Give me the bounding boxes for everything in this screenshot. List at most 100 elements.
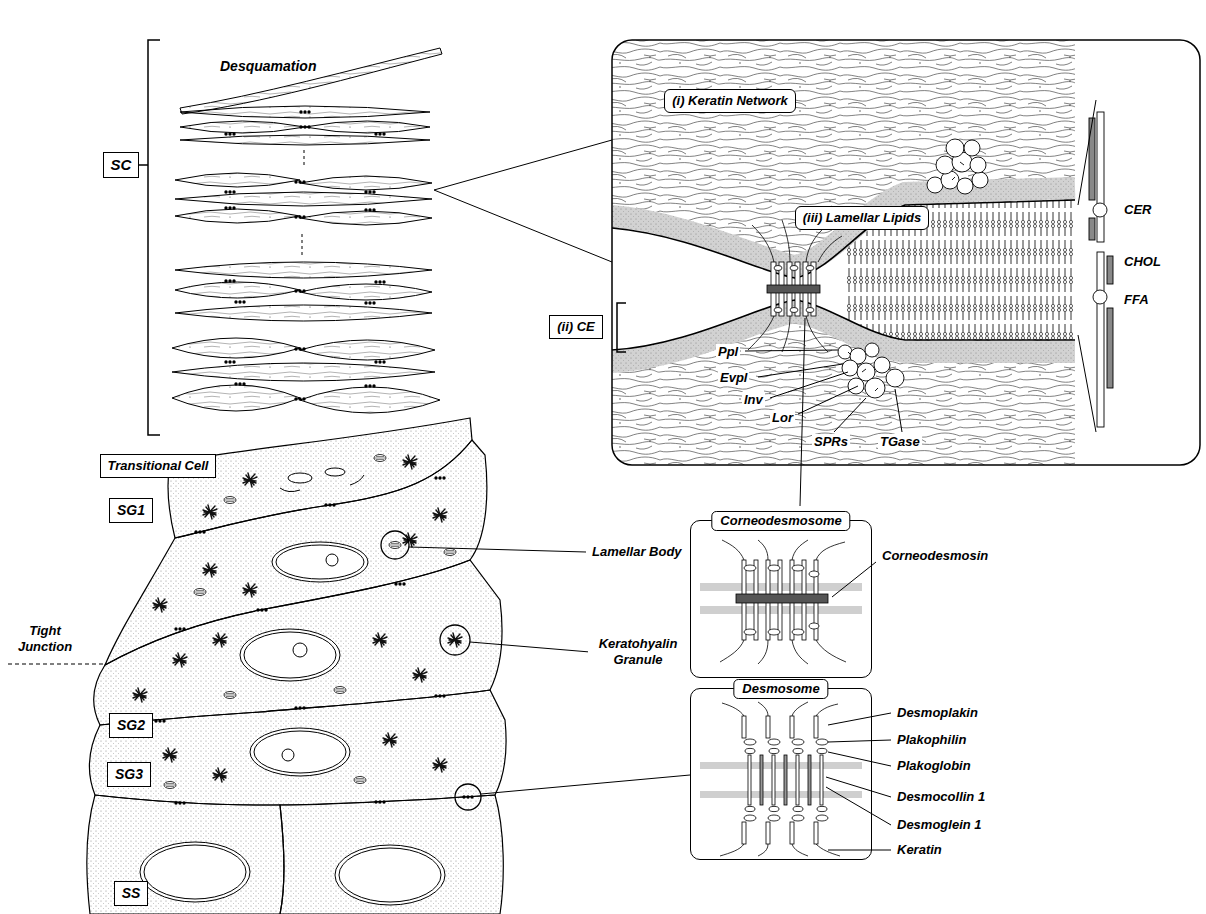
desmosome-detail — [760, 755, 763, 805]
desmosome-detail — [769, 748, 779, 753]
leader-line — [828, 740, 891, 742]
keratohyalin-granule — [448, 633, 462, 647]
corneocyte — [300, 211, 432, 225]
desmosome-detail — [700, 762, 862, 769]
corneodesmosome-dot — [374, 132, 385, 135]
leader-line — [481, 775, 690, 794]
keratohyalin-granule — [383, 733, 397, 747]
annotation-label: Desmocollin 1 — [895, 789, 987, 805]
annotation-label: Inv — [742, 392, 765, 408]
keratohyalin-granule — [153, 598, 167, 612]
callout-circle — [381, 531, 481, 810]
label-box: SG3 — [107, 762, 151, 787]
keratohyalin-granule — [243, 473, 257, 487]
lipid-molecule — [1093, 203, 1107, 217]
keratohyalin-granule — [133, 455, 462, 782]
protein-cluster — [964, 140, 980, 156]
lamellar-body — [164, 782, 176, 789]
corneocyte — [172, 338, 300, 358]
corneocyte — [300, 387, 440, 413]
leader-line — [470, 642, 590, 652]
inset-title: Desmosome — [733, 679, 828, 699]
lamellar-body — [354, 777, 366, 784]
leader-line — [826, 787, 891, 825]
leader-line — [826, 777, 891, 797]
corneodesmosome-dot — [294, 347, 305, 350]
corneodesmosome-dot — [234, 300, 245, 303]
inset-illustration — [790, 266, 798, 271]
nucleus — [244, 632, 336, 678]
leader-line — [770, 372, 848, 398]
desmosome-detail — [817, 806, 827, 811]
lipid-molecule — [1089, 118, 1095, 200]
leader-line — [745, 100, 1096, 506]
corneodesmosome-detail — [736, 594, 828, 603]
leader-line — [895, 389, 902, 432]
annotation-label: TGase — [878, 434, 922, 450]
desmosome-dot — [154, 719, 165, 722]
lamellar-body — [164, 455, 456, 789]
box-label: SS — [122, 885, 141, 902]
lamellar-body — [224, 692, 236, 699]
label-box: Transitional Cell — [100, 454, 217, 478]
protein-cluster — [848, 162, 964, 391]
lipid-molecule — [1089, 112, 1113, 427]
inset-title: Corneodesmosome — [711, 511, 850, 531]
corneocyte — [172, 363, 435, 381]
corneocyte — [300, 284, 432, 300]
keratohyalin-granule — [213, 633, 227, 647]
protein-cluster — [838, 139, 988, 398]
corneodesmosome-dot — [364, 301, 375, 304]
protein-cluster — [886, 369, 904, 387]
lipid-molecule — [1097, 252, 1104, 427]
corneodesmosome-detail — [792, 565, 804, 571]
keratohyalin-granule — [203, 563, 217, 577]
inset-illustration — [806, 308, 814, 313]
protein-cluster — [970, 157, 986, 173]
lamellar-body — [224, 497, 236, 504]
annotation-label: Ppl — [716, 344, 740, 360]
leader-line — [798, 386, 858, 414]
keratohyalin-granule — [133, 688, 147, 702]
leader-line — [1078, 100, 1096, 205]
desmosome-detail — [768, 739, 780, 745]
desmosome-dot — [324, 503, 335, 506]
protein-cluster — [972, 172, 988, 188]
nucleus — [325, 468, 345, 476]
label-box: (ii) CE — [549, 315, 603, 339]
box-label: SG1 — [117, 502, 145, 519]
lipid-molecule — [1107, 308, 1113, 388]
protein-cluster — [936, 156, 954, 174]
corneocyte — [175, 209, 300, 223]
desmosome-dot — [194, 530, 205, 533]
nucleus — [280, 475, 364, 492]
box-label: (i) Keratin Network — [672, 93, 788, 109]
desmosome-dot — [394, 582, 405, 585]
lamellar-body — [194, 589, 206, 596]
leader-line — [434, 140, 612, 190]
callout-circle — [381, 531, 409, 559]
inset-box: Corneodesmosome — [690, 520, 872, 678]
annotation-label: Desmoplakin — [895, 705, 980, 721]
inset-illustration — [774, 266, 782, 271]
lipid-molecule — [1097, 112, 1104, 242]
desmosome-detail — [784, 755, 787, 805]
corneodesmosome-dot — [299, 125, 310, 128]
keratohyalin-granule — [243, 583, 257, 597]
nucleus — [272, 542, 368, 582]
annotation-label: Keratohyalin Granule — [588, 636, 688, 668]
box-label: Transitional Cell — [108, 458, 209, 474]
lamellar-body — [334, 687, 346, 694]
desmosome-detail — [796, 755, 799, 805]
leader-line — [800, 318, 805, 506]
leader-line — [832, 562, 876, 597]
leader-line — [828, 850, 891, 851]
label-box: SC — [103, 152, 140, 178]
desmosome-detail — [792, 739, 804, 745]
corneodesmosome-detail — [700, 540, 862, 664]
inset-illustration — [774, 308, 782, 313]
protein-cluster — [848, 378, 864, 394]
continuation-dash — [302, 150, 304, 256]
nucleus — [326, 554, 338, 566]
keratohyalin-granule — [403, 455, 417, 469]
